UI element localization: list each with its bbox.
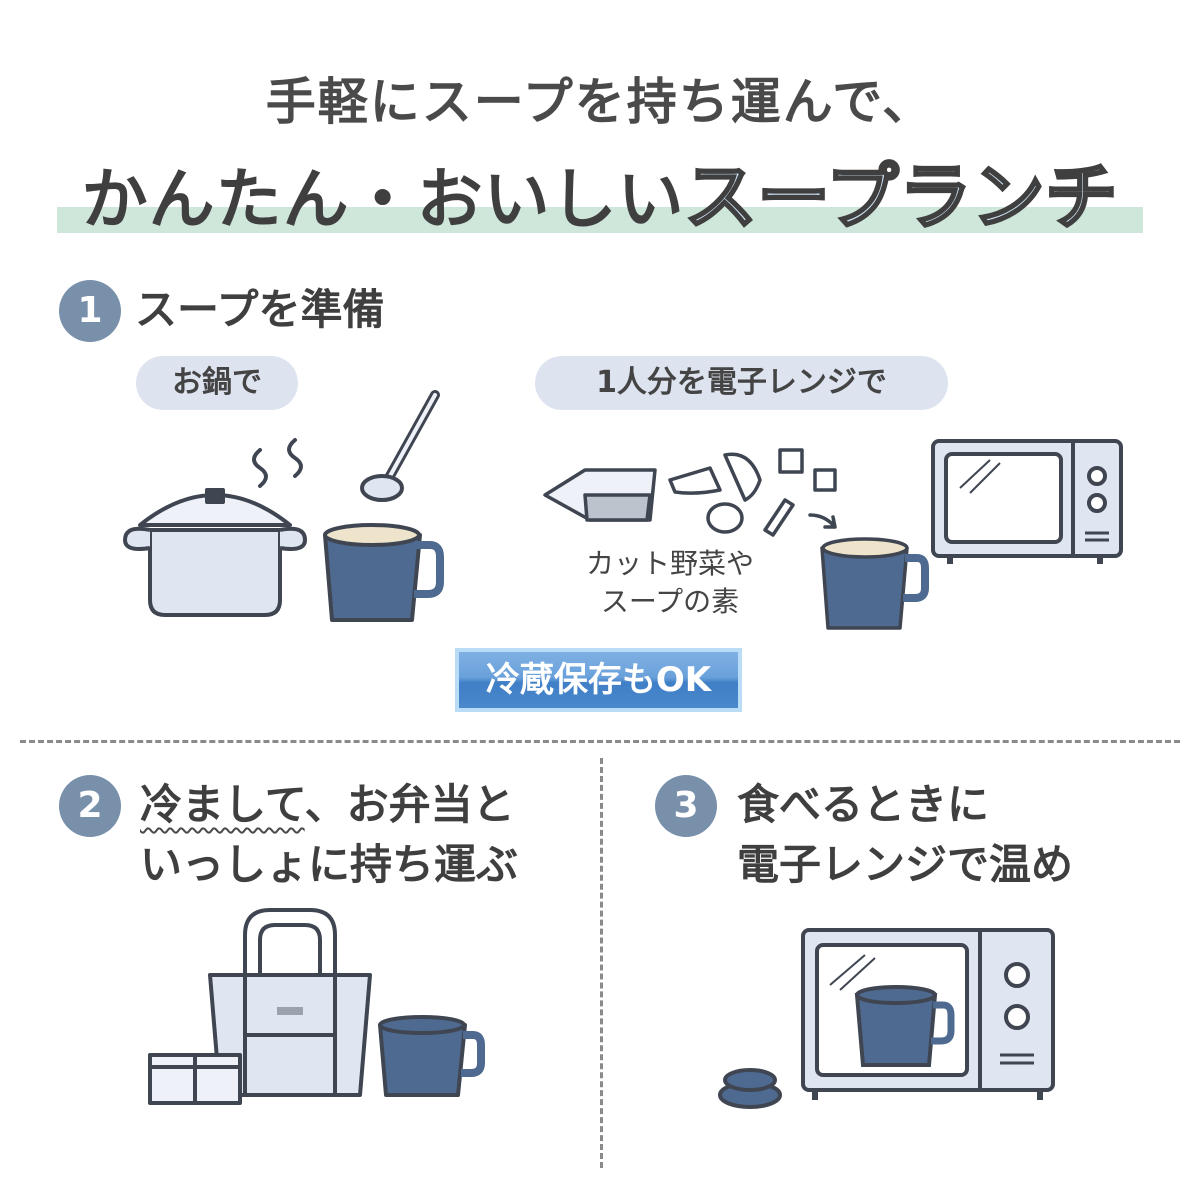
- vertical-divider: [600, 758, 603, 1168]
- step-3-number: 3: [655, 775, 717, 837]
- step-2-line1-rest: 、お弁当と: [304, 780, 515, 829]
- pot-and-ladle-illustration: [123, 390, 444, 622]
- vegetables-and-mug-illustration: [543, 448, 929, 630]
- microwave-heating-illustration: [718, 928, 1055, 1109]
- lunch-bag-illustration: [148, 908, 485, 1105]
- step-3-line1: 食べるときに: [737, 780, 990, 829]
- option-pot: お鍋で: [136, 356, 298, 410]
- step-2-underlined-text: 冷まして: [140, 780, 305, 829]
- option-microwave: 1人分を電子レンジで: [535, 356, 948, 410]
- step-2-heading: 冷まして、お弁当と いっしょに持ち運ぶ: [140, 775, 518, 895]
- title-underline-band: [57, 207, 1143, 233]
- title-plain: かんたん・おいしい: [81, 161, 685, 238]
- step-1-heading: スープを準備: [135, 285, 385, 334]
- title-line1: 手軽にスープを持ち運んで、: [265, 73, 935, 131]
- caption-line2: スープの素: [600, 585, 740, 618]
- step-2-number: 2: [59, 775, 121, 837]
- step-1-number: 1: [59, 280, 121, 342]
- refrigeration-ok-badge: 冷蔵保存もOK: [455, 648, 742, 712]
- step-3-line2: 電子レンジで温め: [737, 840, 1074, 889]
- caption-line1: カット野菜や: [585, 547, 754, 580]
- horizontal-divider: [20, 740, 1180, 743]
- step-2-line2: いっしょに持ち運ぶ: [140, 840, 519, 889]
- ingredients-caption: カット野菜や スープの素: [560, 545, 780, 621]
- title-line2: かんたん・おいしいスープランチ: [0, 138, 1200, 243]
- title-highlight: スープランチ: [683, 154, 1119, 241]
- microwave-illustration: [931, 439, 1123, 564]
- step-3-heading: 食べるときに 電子レンジで温め: [737, 775, 1073, 895]
